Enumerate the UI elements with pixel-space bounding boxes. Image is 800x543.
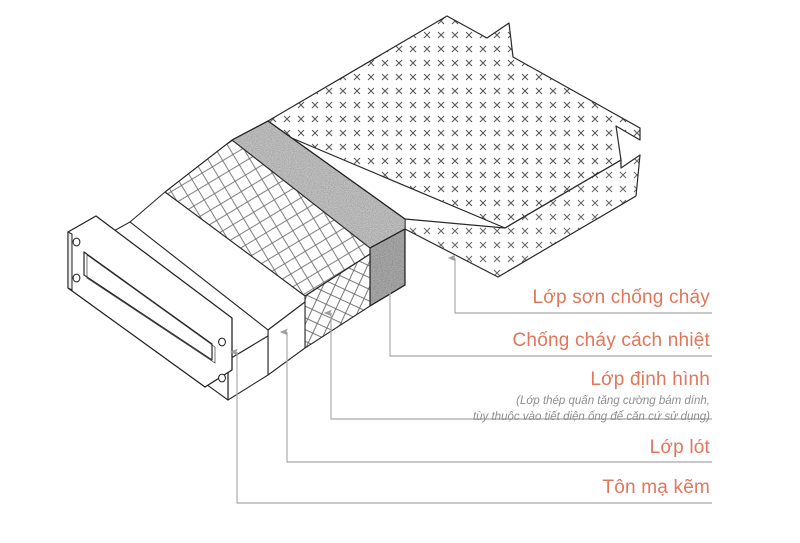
- callout-sublabel-line2-dinh: tùy thuộc vào tiết diện ống để căn cứ sử…: [472, 410, 710, 423]
- callout-label-chong: Chống cháy cách nhiệt: [512, 330, 710, 351]
- leader-line-dinh: [323, 309, 712, 420]
- callout-sublabel-dinh: (Lớp thép quấn tăng cường bám dính, tùy t…: [473, 394, 710, 425]
- callout-label-lot: Lớp lót: [649, 437, 710, 458]
- leader-line-son: [447, 254, 712, 314]
- leader-line-lot: [279, 328, 712, 463]
- callout-leader-lines: [229, 254, 712, 504]
- leader-line-chong: [382, 286, 712, 357]
- layer-wire-mesh: [164, 139, 371, 349]
- callout-sublabel-line1-dinh: (Lớp thép quấn tăng cường bám dính,: [516, 395, 710, 407]
- leader-line-tole: [229, 348, 712, 504]
- callout-label-son: Lớp sơn chống cháy: [532, 287, 710, 308]
- callout-label-dinh: Lớp định hình: [590, 369, 710, 390]
- callout-label-tole: Tôn mạ kẽm: [602, 477, 710, 498]
- duct-flange: [67, 215, 233, 388]
